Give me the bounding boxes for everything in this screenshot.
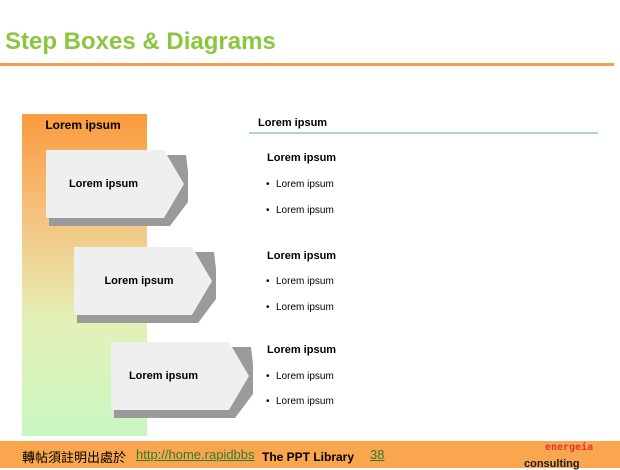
footer-bar bbox=[0, 441, 620, 468]
bullet-dot-icon: • bbox=[266, 302, 270, 313]
footer-source-link-tail[interactable]: 38 bbox=[370, 447, 385, 462]
right-header-divider bbox=[249, 132, 598, 134]
group-title-3: Lorem ipsum bbox=[267, 344, 337, 356]
bullet-item: •Lorem ipsum bbox=[266, 179, 334, 190]
brand-logo-subtext: consulting bbox=[524, 458, 580, 470]
step-arrow-shape bbox=[74, 247, 216, 323]
bullet-dot-icon: • bbox=[266, 205, 270, 216]
step-arrow-shape bbox=[46, 150, 188, 226]
step-label-2: Lorem ipsum bbox=[104, 275, 174, 287]
group-title-1: Lorem ipsum bbox=[267, 152, 337, 164]
step-label-1: Lorem ipsum bbox=[68, 178, 139, 190]
title-divider bbox=[0, 63, 614, 66]
step-box-3: Lorem ipsum bbox=[111, 342, 253, 418]
left-panel-label: Lorem ipsum bbox=[45, 118, 121, 132]
group-title-2: Lorem ipsum bbox=[267, 250, 337, 262]
step-label-3: Lorem ipsum bbox=[128, 370, 199, 382]
bullet-dot-icon: • bbox=[266, 396, 270, 407]
footer-source-note: 轉帖須註明出處於 bbox=[22, 451, 127, 466]
bullet-dot-icon: • bbox=[266, 371, 270, 382]
bullet-item: •Lorem ipsum bbox=[266, 302, 334, 313]
bullet-item: •Lorem ipsum bbox=[266, 205, 334, 216]
bullet-item: •Lorem ipsum bbox=[266, 396, 334, 407]
bullet-dot-icon: • bbox=[266, 276, 270, 287]
bullet-item: •Lorem ipsum bbox=[266, 371, 334, 382]
bullet-dot-icon: • bbox=[266, 179, 270, 190]
bullet-item: •Lorem ipsum bbox=[266, 276, 334, 287]
slide-title: Step Boxes & Diagrams bbox=[5, 28, 276, 55]
right-column-header: Lorem ipsum bbox=[258, 117, 328, 129]
brand-logo-text: energeia bbox=[545, 442, 594, 453]
step-box-1: Lorem ipsum bbox=[46, 150, 188, 226]
step-box-2: Lorem ipsum bbox=[74, 247, 216, 323]
footer-source-link[interactable]: http://home.rapidbbs bbox=[136, 447, 255, 462]
step-arrow-shape bbox=[111, 342, 253, 418]
footer-library-label: The PPT Library bbox=[262, 450, 355, 464]
